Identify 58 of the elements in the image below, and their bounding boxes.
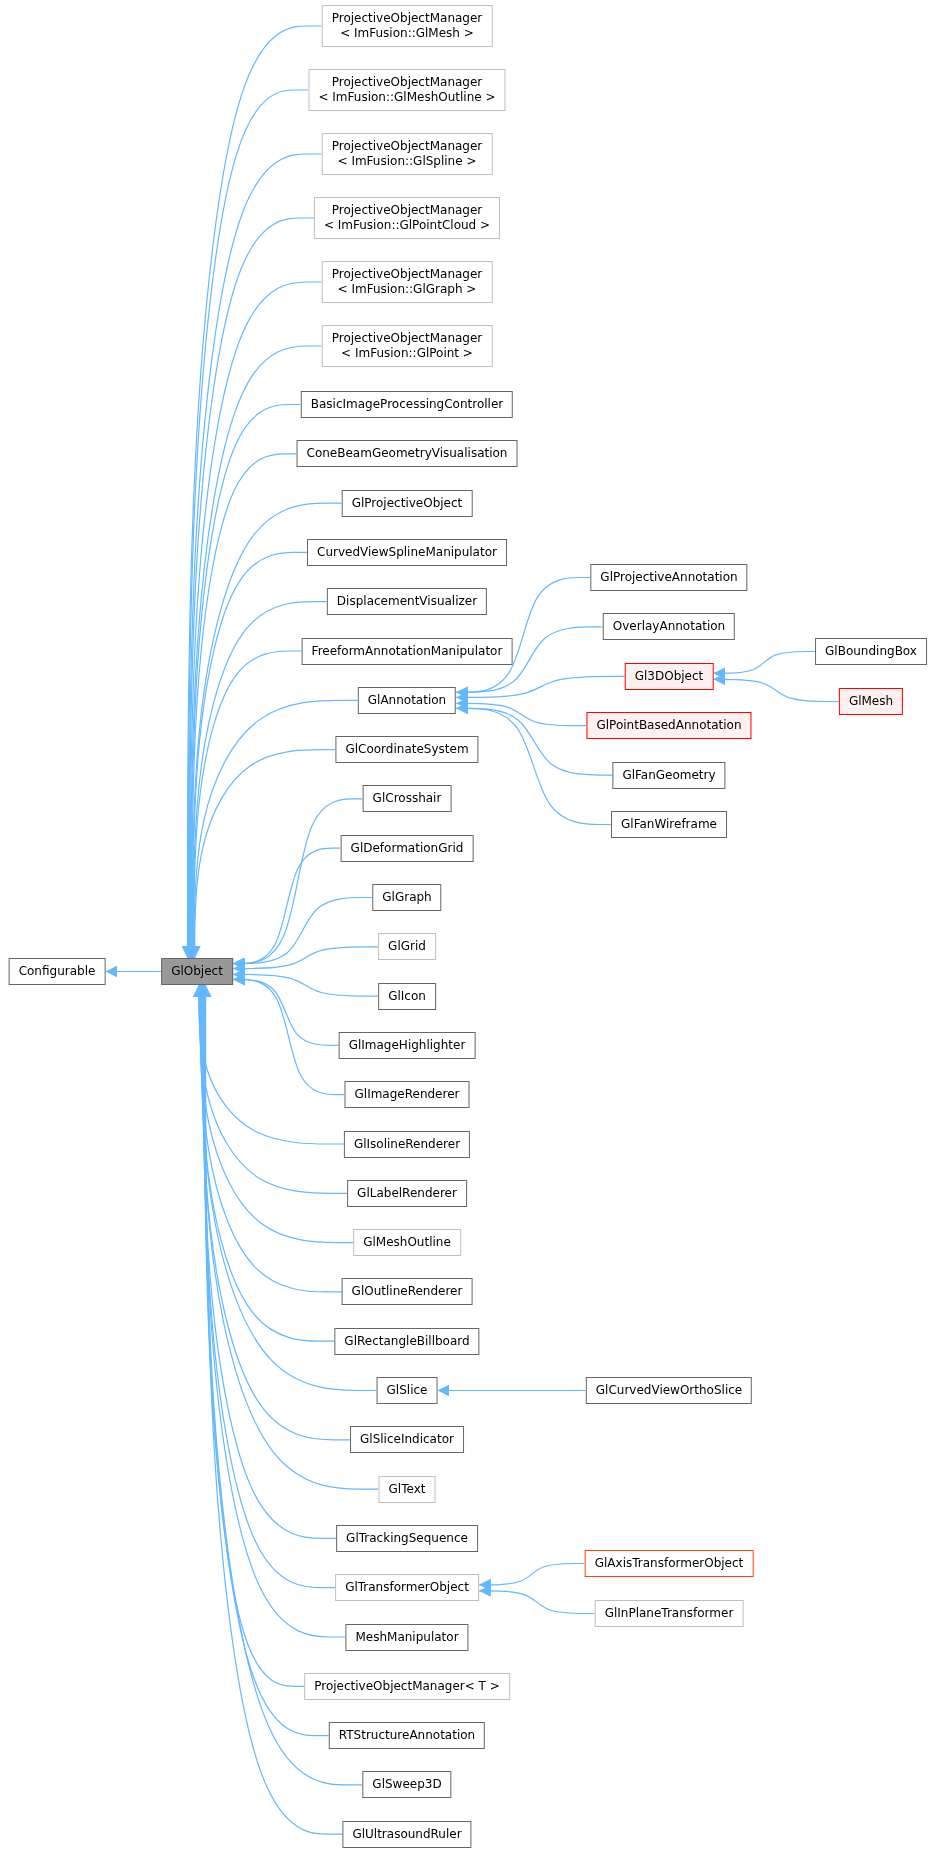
inheritance-arrow [478,1584,596,1615]
inheritance-arrow [232,968,379,997]
class-box: GlIcon [378,982,436,1010]
class-box: GlText [378,1475,436,1503]
class-box: ProjectiveObjectManager < ImFusion::GlMesh > [321,5,493,47]
class-box: ProjectiveObjectManager < ImFusion::GlSpline > [321,133,493,175]
class-box: GlPointBasedAnnotation [586,712,752,740]
class-box: OverlayAnnotation [602,613,736,641]
class-box: GlRectangleBillboard [334,1327,480,1355]
class-box: GlFanGeometry [612,761,726,789]
class-box: GlDeformationGrid [340,834,474,862]
inheritance-arrow [436,1384,587,1397]
class-box: ProjectiveObjectManager < ImFusion::GlPoint > [321,325,493,367]
class-box: GlProjectiveObject [341,489,473,517]
class-box: GlMesh [838,688,904,715]
class-box: FreeformAnnotationManipulator [301,637,513,665]
class-box: GlTransformerObject [335,1574,479,1602]
class-box: GlImageRenderer [344,1081,470,1109]
class-box: GlLabelRenderer [347,1179,467,1207]
class-box: GlUltrasoundRuler [342,1820,472,1848]
class-box: ProjectiveObjectManager < ImFusion::GlPointCloud > [313,197,501,239]
class-box: Gl3DObject [624,662,714,690]
class-box: MeshManipulator [345,1623,469,1651]
class-box: ProjectiveObjectManager < ImFusion::GlMeshOutline > [308,69,506,111]
class-box: GlMeshOutline [353,1229,461,1257]
inheritance-arrow [712,673,840,703]
inheritance-arrow [104,965,162,978]
class-box: GlGraph [372,884,442,911]
class-box: ConeBeamGeometryVisualisation [296,440,518,468]
class-box: GlOutlineRenderer [341,1278,473,1306]
class-box: GlCrosshair [362,785,452,813]
class-box: ProjectiveObjectManager < ImFusion::GlGraph > [321,261,493,303]
class-box: GlCoordinateSystem [335,736,479,764]
inheritance-arrow [192,984,345,1145]
class-box: GlSliceIndicator [350,1426,464,1454]
class-box: GlIsolineRenderer [343,1130,471,1158]
class-box: GlAxisTransformerObject [584,1550,754,1577]
inheritance-arrow [455,697,588,727]
inheritance-arrow [193,984,348,1194]
inheritance-arrow [478,1562,586,1591]
class-box: GlAnnotation [357,686,457,714]
class-box: GlTrackingSequence [336,1524,478,1552]
class-box: ProjectiveObjectManager< T > [304,1672,510,1700]
class-box: GlFanWireframe [611,811,727,838]
class-box: GlProjectiveAnnotation [590,564,748,591]
class-box: GlImageHighlighter [338,1031,476,1059]
class-box: DisplacementVisualizer [326,588,488,616]
class-box: RTStructureAnnotation [328,1722,486,1750]
class-box: GlGrid [378,933,436,961]
class-box: GlCurvedViewOrthoSlice [585,1377,753,1404]
class-box: CurvedViewSplineManipulator [307,538,507,566]
class-box: GlBoundingBox [815,638,927,665]
class-box: GlSweep3D [362,1771,452,1799]
class-box: GlInPlaneTransformer [594,1600,744,1627]
class-box: Configurable [8,958,106,985]
class-box: BasicImageProcessingController [300,391,514,418]
class-box: GlSlice [376,1377,438,1404]
class-box: GlObject [161,958,233,985]
